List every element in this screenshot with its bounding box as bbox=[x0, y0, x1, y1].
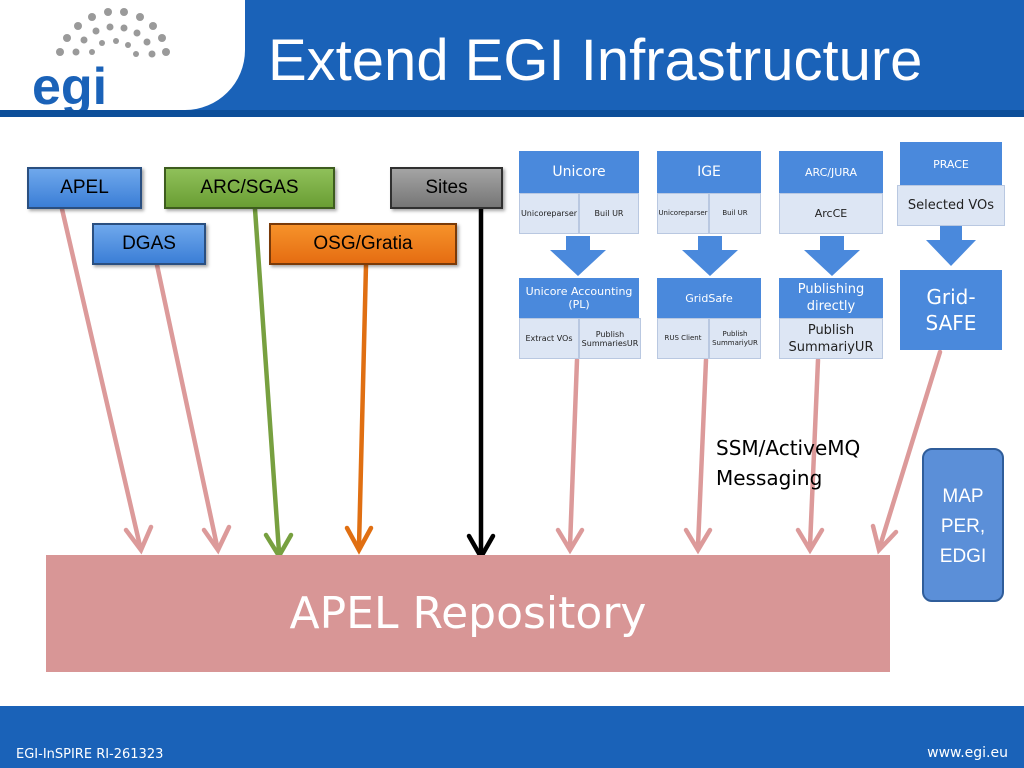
arrowhead-apel bbox=[123, 524, 154, 555]
arc-jura-cell-arcce: ArcCE bbox=[779, 193, 883, 234]
stack-arrow-unicore bbox=[550, 236, 606, 276]
stack-arrow-arc-jura bbox=[804, 236, 860, 276]
messaging-label: SSM/ActiveMQ Messaging bbox=[716, 433, 860, 493]
prace-cell-selected-vos: Selected VOs bbox=[897, 185, 1005, 226]
arrow-arc-jura bbox=[807, 357, 821, 549]
messaging-label-line1: SSM/ActiveMQ bbox=[716, 436, 861, 460]
header-band bbox=[0, 110, 1024, 117]
unicore-cell-parser: Unicoreparser bbox=[519, 193, 579, 234]
source-osg-gratia: OSG/Gratia bbox=[269, 223, 457, 265]
mapper-edgi-box: MAP PER, EDGI bbox=[922, 448, 1004, 602]
unicore-accounting-head: Unicore Accounting (PL) bbox=[519, 278, 639, 318]
footer-project-id: EGI-InSPIRE RI-261323 bbox=[16, 747, 164, 762]
svg-text:egi: egi bbox=[32, 58, 107, 110]
stack-arrow-prace bbox=[926, 226, 976, 266]
arrow-dgas bbox=[154, 262, 220, 549]
arrowhead-prace bbox=[870, 523, 899, 555]
mapper-line1: MAP bbox=[942, 486, 984, 507]
ige-head: IGE bbox=[657, 151, 761, 193]
unicore-cell-build: Buil UR bbox=[579, 193, 639, 234]
ige-cell-parser: Unicoreparser bbox=[657, 193, 709, 234]
grid-safe-box: Grid-SAFE bbox=[900, 270, 1002, 350]
arc-jura-cell-publish: Publish SummariyUR bbox=[779, 318, 883, 359]
unicore-head: Unicore bbox=[519, 151, 639, 193]
arrowhead-ige bbox=[683, 527, 713, 555]
apel-repository: APEL Repository bbox=[46, 555, 890, 672]
arc-jura-head: ARC/JURA bbox=[779, 151, 883, 193]
ige-cell-build: Buil UR bbox=[709, 193, 761, 234]
publishing-directly-head: Publishing directly bbox=[779, 278, 883, 318]
source-dgas: DGAS bbox=[92, 223, 206, 265]
source-apel: APEL bbox=[27, 167, 142, 209]
arrow-osg bbox=[356, 262, 369, 549]
arrowhead-dgas bbox=[201, 524, 232, 555]
slide-title: Extend EGI Infrastructure bbox=[268, 28, 923, 93]
prace-head: PRACE bbox=[900, 142, 1002, 185]
mapper-line3: EDGI bbox=[939, 546, 987, 567]
arrow-ige bbox=[695, 357, 709, 549]
arrow-arc-sgas bbox=[252, 206, 282, 555]
gridsafe-head: GridSafe bbox=[657, 278, 761, 318]
arrowhead-unicore bbox=[555, 527, 585, 555]
footer-bar bbox=[0, 706, 1024, 768]
source-sites: Sites bbox=[390, 167, 503, 209]
arrowhead-osg bbox=[344, 525, 374, 555]
logo-panel: egi bbox=[0, 0, 385, 110]
stack-arrow-ige bbox=[682, 236, 738, 276]
unicore-cell-extract: Extract VOs bbox=[519, 318, 579, 359]
arrowhead-arc-jura bbox=[795, 527, 825, 555]
ige-cell-rus: RUS Client bbox=[657, 318, 709, 359]
arrow-unicore bbox=[567, 357, 580, 549]
footer-url[interactable]: www.egi.eu bbox=[927, 745, 1008, 761]
ige-cell-publish: Publish SummariyUR bbox=[709, 318, 761, 359]
mapper-line2: PER, bbox=[940, 516, 986, 537]
source-arc-sgas: ARC/SGAS bbox=[164, 167, 335, 209]
arrow-apel bbox=[59, 206, 143, 549]
arrow-prace bbox=[877, 349, 943, 549]
unicore-cell-publish: Publish SummariesUR bbox=[579, 318, 641, 359]
egi-logo-icon: egi bbox=[32, 8, 170, 110]
messaging-label-line2: Messaging bbox=[716, 466, 823, 490]
